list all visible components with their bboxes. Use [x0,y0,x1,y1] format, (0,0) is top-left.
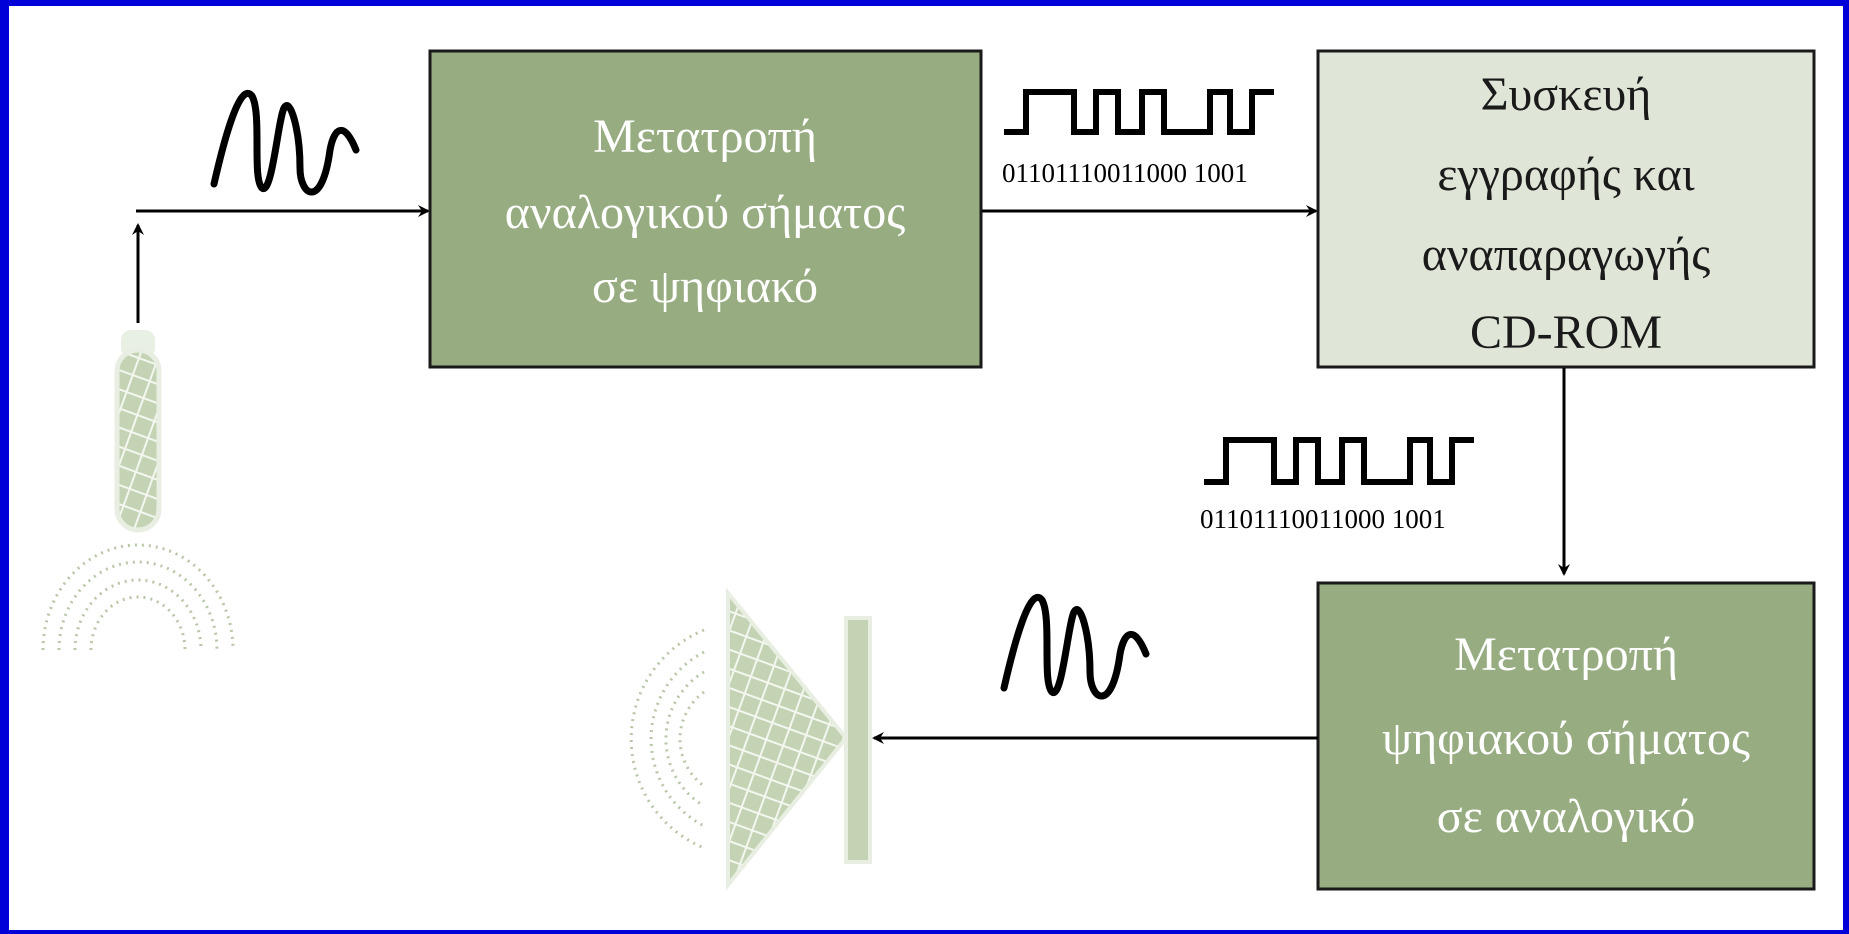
dac-line-2: ψηφιακού σήματος [1382,712,1750,765]
digital-wave-icon [1004,89,1274,135]
adc-block: Μετατροπή αναλογικού σήματος σε ψηφιακό [428,49,983,369]
recording-device-block: Συσκευή εγγραφής και αναπαραγωγής CD-ROM [1316,49,1816,369]
digital-wave-icon [1204,437,1474,485]
dac-line-1: Μετατροπή [1454,628,1678,681]
adc-line-1: Μετατροπή [593,110,817,163]
sound-waves-out [629,628,705,850]
digital-bits-label: 01101110011000 1001 [1002,158,1248,188]
adc-line-2: αναλογικού σήματος [505,186,905,239]
sound-waves-in [41,543,235,651]
adc-line-3: σε ψηφιακό [592,260,818,313]
dac-line-3: σε αναλογικό [1437,790,1696,843]
device-line-3: αναπαραγωγής [1422,228,1711,281]
device-line-1: Συσκευή [1481,68,1652,121]
speaker-icon [629,587,872,891]
microphone-icon [41,330,235,651]
device-line-4: CD-ROM [1470,306,1662,359]
digital-bits-label: 01101110011000 1001 [1200,504,1446,534]
dac-block: Μετατροπή ψηφιακού σήματος σε αναλογικό [1316,581,1816,891]
analog-wave-icon [210,90,360,196]
device-line-2: εγγραφής και [1437,148,1694,201]
analog-wave-icon [1000,594,1150,700]
